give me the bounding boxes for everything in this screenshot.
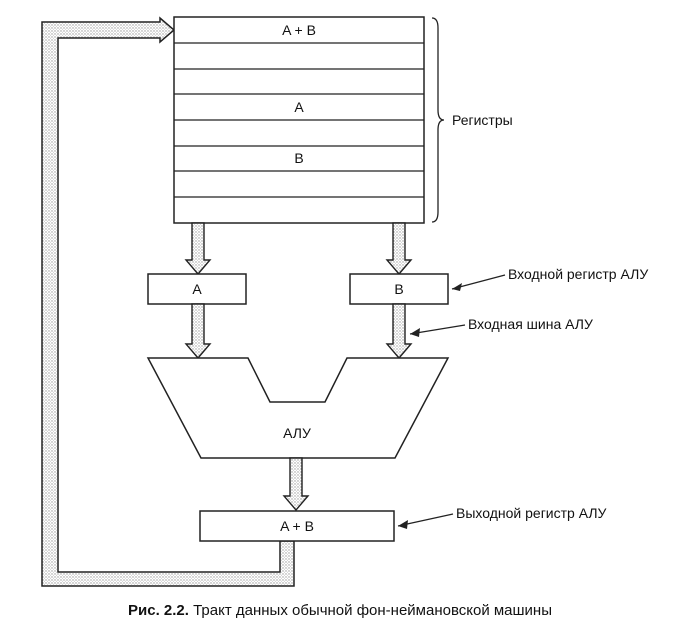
figure-caption: Рис. 2.2. Тракт данных обычной фон-нейма… — [0, 602, 680, 619]
registers-brace — [431, 17, 445, 223]
bus-arrow-right-alu — [385, 303, 413, 360]
register-row-label: B — [294, 150, 303, 166]
bus-arrow-left-in — [184, 222, 212, 276]
caption-number: Рис. 2.2. — [128, 602, 189, 619]
output-register: A + B — [199, 510, 395, 542]
alu: АЛУ — [146, 357, 450, 459]
register-file: A + B A B — [173, 16, 425, 224]
annotation-input-bus: Входная шина АЛУ — [409, 316, 593, 337]
input-register-a: A — [147, 273, 247, 305]
bus-arrow-left-alu — [184, 303, 212, 360]
caption-text: Тракт данных обычной фон-неймановской ма… — [193, 602, 552, 619]
annotation-output-register: Выходной регистр АЛУ — [397, 505, 607, 529]
annotation-input-register-text: Входной регистр АЛУ — [508, 266, 648, 282]
annotation-input-bus-text: Входная шина АЛУ — [468, 316, 593, 332]
output-register-label: A + B — [280, 518, 314, 534]
input-register-b-label: B — [394, 281, 403, 297]
bus-arrow-alu-out — [282, 457, 310, 512]
register-row-label: A — [294, 99, 304, 115]
bus-arrow-right-in — [385, 222, 413, 276]
input-register-b: B — [349, 273, 449, 305]
input-register-a-label: A — [192, 281, 202, 297]
annotation-input-register: Входной регистр АЛУ — [451, 266, 648, 291]
registers-label: Регистры — [452, 112, 513, 128]
annotation-output-register-text: Выходной регистр АЛУ — [456, 505, 607, 521]
register-row-label: A + B — [282, 22, 316, 38]
feedback-bus — [41, 16, 295, 587]
alu-label: АЛУ — [283, 425, 311, 441]
